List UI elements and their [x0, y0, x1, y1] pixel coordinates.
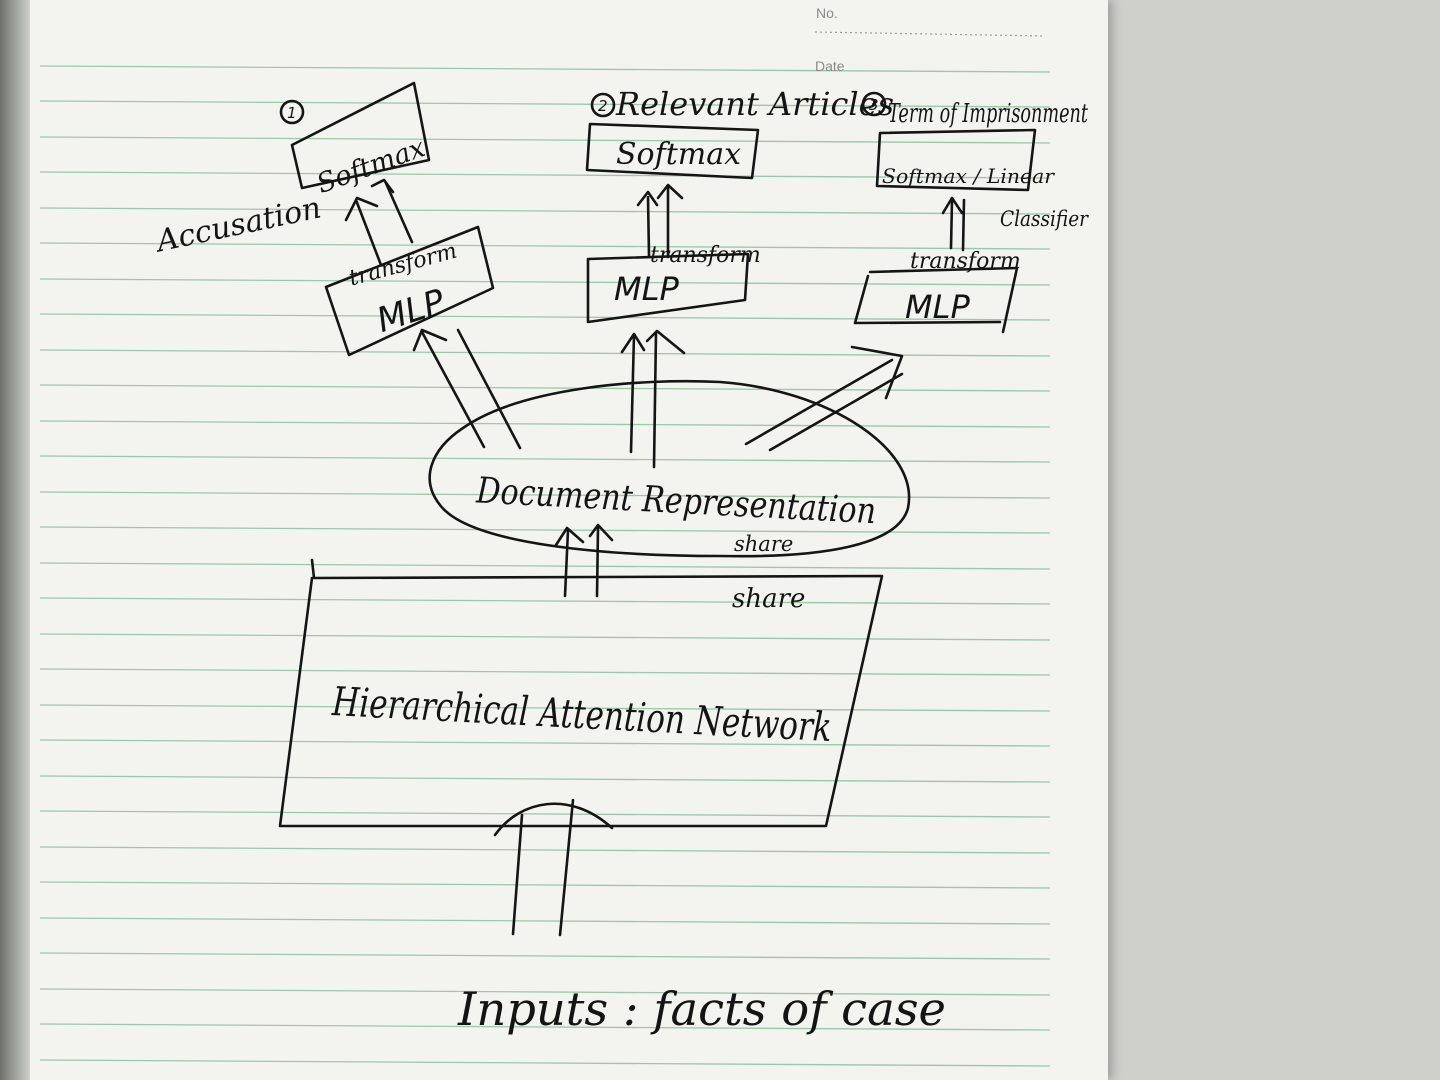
head-number: 1	[287, 104, 297, 122]
transform-label: transform	[346, 239, 459, 292]
notebook-spine	[0, 0, 30, 1080]
accusation-label: Accusation	[151, 190, 324, 260]
imprisonment-head: 3 Term of Imprisonment Softmax / Linear …	[853, 91, 1090, 334]
mlp-label: MLP	[372, 281, 450, 340]
mlp-box	[586, 252, 750, 324]
han-share-label: share	[732, 584, 805, 614]
ruled-lines	[39, 65, 1051, 1067]
rep-to-heads-arrows	[412, 328, 904, 469]
inputs-to-han-arrow	[493, 798, 614, 937]
number-circle	[590, 92, 616, 118]
accusation-head: 1 Softmax Accusation transform MLP	[151, 81, 495, 357]
classifier-box	[875, 128, 1037, 192]
page-header: No. Date	[814, 5, 1046, 74]
mlp-box	[853, 266, 1019, 334]
articles-head: 2 Relevant Articles Softmax transform ML…	[585, 85, 894, 324]
han-to-representation-arrow	[554, 523, 614, 598]
han-label: Hierarchical Attention Network	[330, 679, 832, 751]
arrow-to-accusation	[412, 328, 522, 450]
classifier-label: Softmax / Linear	[882, 164, 1055, 188]
representation-label: Document Representation	[475, 470, 877, 532]
softmax-label: Softmax	[313, 132, 429, 200]
date-label: Date	[815, 58, 845, 74]
representation-ellipse	[428, 379, 911, 558]
arrow-to-imprisonment	[744, 345, 904, 452]
han-box	[278, 558, 884, 828]
arrow-to-articles	[620, 329, 686, 469]
mlp-label: MLP	[905, 288, 970, 326]
classifier-note: Classifier	[1000, 207, 1090, 231]
double-arrow-up	[941, 196, 966, 252]
mlp-box	[324, 225, 495, 357]
no-label: No.	[816, 5, 838, 21]
double-arrow-up	[344, 178, 414, 267]
articles-label: Relevant Articles	[615, 85, 894, 123]
representation-share-label: share	[734, 532, 793, 556]
softmax-box	[290, 81, 431, 190]
mlp-label: MLP	[614, 270, 679, 308]
double-arrow-up	[636, 183, 684, 259]
head-number: 2	[598, 97, 608, 115]
imprisonment-label: Term of Imprisonment	[888, 99, 1088, 129]
number-circle	[279, 99, 305, 125]
head-number: 3	[869, 96, 879, 114]
softmax-box	[585, 122, 760, 180]
softmax-label: Softmax	[616, 137, 741, 172]
number-circle	[861, 91, 887, 117]
inputs-label: Inputs : facts of case	[457, 982, 946, 1036]
